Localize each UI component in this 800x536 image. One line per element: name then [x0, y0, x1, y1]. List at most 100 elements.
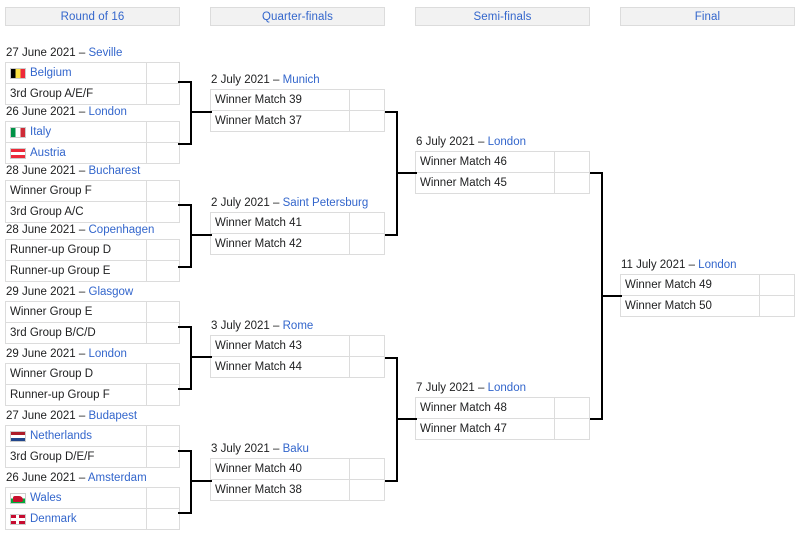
match-venue-link[interactable]: Munich [282, 74, 320, 86]
match-date-text: 29 June 2021 [6, 286, 76, 298]
match-date-text: 6 July 2021 [416, 136, 475, 148]
match-table: Belgium 3rd Group A/E/F [5, 62, 180, 105]
score-cell [350, 459, 384, 479]
team-name[interactable]: Belgium [30, 67, 72, 79]
team-cell: Winner Match 48 [416, 398, 555, 418]
team-cell: Winner Match 39 [211, 90, 350, 110]
match-row: Italy [6, 122, 179, 143]
match-date-text: 3 July 2021 [211, 443, 270, 455]
score-cell [760, 296, 794, 316]
bracket-connector-h [178, 512, 192, 514]
match-date: 2 July 2021 – Saint Petersburg [210, 195, 385, 212]
team-name[interactable]: Netherlands [30, 430, 93, 442]
bracket-connector-h [178, 143, 192, 145]
match-venue-link[interactable]: London [88, 348, 127, 360]
match-date-dash: – [75, 286, 89, 298]
italy-flag [10, 126, 26, 138]
match-date: 28 June 2021 – Bucharest [5, 163, 180, 180]
match-date: 26 June 2021 – Amsterdam [5, 470, 180, 487]
bracket-connector-h [590, 418, 603, 420]
match-venue-link[interactable]: London [487, 136, 526, 148]
score-cell [350, 234, 384, 254]
bracket-connector-v [190, 81, 192, 145]
team-name[interactable]: Italy [30, 126, 52, 138]
team-name: 3rd Group A/C [10, 206, 84, 218]
match-venue-link[interactable]: Seville [88, 47, 123, 59]
match-row: Winner Match 37 [211, 111, 384, 132]
score-cell [555, 173, 589, 193]
team-name: Winner Match 43 [215, 340, 302, 352]
score-cell [147, 261, 179, 281]
bracket-connector-h [590, 172, 603, 174]
bracket-connector-h [178, 81, 192, 83]
team-name: 3rd Group B/C/D [10, 327, 96, 339]
match-venue-link[interactable]: London [698, 259, 737, 271]
match-venue-link[interactable]: Copenhagen [88, 224, 155, 236]
round-header-final: Final [620, 7, 795, 26]
team-name[interactable]: Austria [30, 147, 66, 159]
team-cell: Winner Match 47 [416, 419, 555, 439]
bracket-connector-h [190, 111, 212, 113]
match-table: Netherlands 3rd Group D/E/F [5, 425, 180, 468]
match-date: 3 July 2021 – Rome [210, 318, 385, 335]
match-row: 3rd Group A/E/F [6, 84, 179, 105]
bracket-connector-h [601, 295, 622, 297]
match-venue-link[interactable]: Budapest [88, 410, 138, 422]
match-venue-link[interactable]: Rome [282, 320, 314, 332]
team-name[interactable]: Wales [30, 492, 62, 504]
match-date-dash: – [75, 472, 88, 484]
team-name: 3rd Group D/E/F [10, 451, 95, 463]
match-row: Winner Group F [6, 181, 179, 202]
bracket-connector-v [190, 450, 192, 514]
match-row: Winner Match 49 [621, 275, 794, 296]
bracket-connector-v [190, 204, 192, 268]
match-date-text: 29 June 2021 [6, 348, 76, 360]
team-cell: Winner Group F [6, 181, 147, 201]
team-cell: Winner Group D [6, 364, 147, 384]
team-cell: Winner Match 37 [211, 111, 350, 131]
team-name: Winner Group D [10, 368, 94, 380]
bracket-connector-h [396, 172, 417, 174]
score-cell [350, 336, 384, 356]
team-cell: Runner-up Group D [6, 240, 147, 260]
round-header-label: Round of 16 [60, 10, 125, 23]
score-cell [147, 63, 179, 83]
match-row: Austria [6, 143, 179, 164]
match-date: 3 July 2021 – Baku [210, 441, 385, 458]
match-venue-link[interactable]: London [487, 382, 526, 394]
match-row: Winner Match 43 [211, 336, 384, 357]
match-date-dash: – [474, 136, 488, 148]
bracket-connector-h [178, 450, 192, 452]
team-name: Winner Match 47 [420, 423, 507, 435]
match-venue-link[interactable]: Saint Petersburg [282, 197, 369, 209]
team-name[interactable]: Denmark [30, 513, 77, 525]
bracket-connector-h [178, 326, 192, 328]
netherlands-flag [10, 430, 26, 442]
denmark-cross-vertical [15, 514, 19, 524]
team-name: Winner Group E [10, 306, 93, 318]
match-venue-link[interactable]: Amsterdam [87, 472, 147, 484]
match-venue-link[interactable]: London [88, 106, 127, 118]
team-cell: Netherlands [6, 426, 147, 446]
match-row: Netherlands [6, 426, 179, 447]
match-date-text: 2 July 2021 [211, 197, 270, 209]
match-venue-link[interactable]: Glasgow [88, 286, 134, 298]
match-venue-link[interactable]: Baku [282, 443, 309, 455]
match-date-dash: – [685, 259, 699, 271]
match-venue-link[interactable]: Bucharest [88, 165, 141, 177]
team-cell: Winner Match 42 [211, 234, 350, 254]
